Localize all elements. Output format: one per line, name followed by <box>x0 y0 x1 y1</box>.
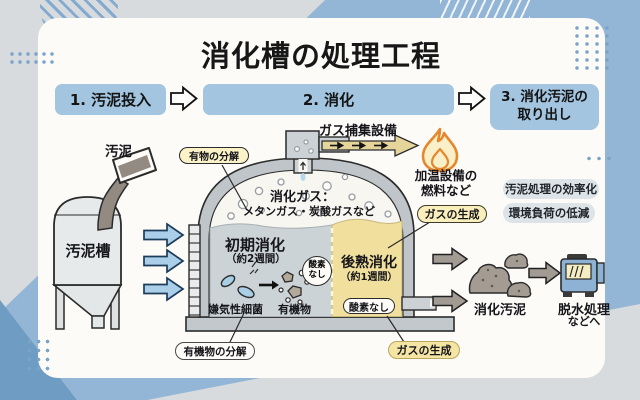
dot-grid <box>8 50 54 66</box>
heating-fuel-label: 加温設備の 燃料など <box>414 168 478 198</box>
page-title: 消化槽の処理工程 <box>200 39 441 73</box>
dot-grid <box>25 337 52 373</box>
dot-grid <box>572 24 611 70</box>
dot-grid <box>584 154 615 163</box>
gas-generation-callout-right: ガスの生成 <box>417 205 487 223</box>
gas-collection-label: ガス捕集設備 <box>318 124 397 139</box>
no-oxygen-pill: 酸素なし <box>343 298 395 314</box>
benefit-environment-pill: 環境負荷の低減 <box>503 203 595 223</box>
step-3-sludge-removal: 3. 消化汚泥の 取り出し <box>490 84 599 130</box>
stripe-decoration <box>440 0 530 20</box>
dewatering-label: 脱水処理 <box>557 303 610 318</box>
anaerobic-bacteria-label: 嫌気性細菌 <box>208 303 263 316</box>
gas-generation-callout-bottom: ガスの生成 <box>388 341 460 359</box>
step-2-digestion: 2. 消化 <box>203 84 454 115</box>
benefit-efficiency-pill: 汚泥処理の効率化 <box>503 179 599 199</box>
sludge-label: 汚泥 <box>105 144 132 160</box>
organic-decomposition-callout: 有機物の分解 <box>175 342 255 360</box>
digested-sludge-label: 消化汚泥 <box>473 303 526 318</box>
no-oxygen-badge: 酸素 なし <box>302 256 332 286</box>
late-digestion-duration: （約1週間） <box>340 272 398 283</box>
digestion-gas-detail: メタンガス・炭酸ガスなど <box>243 205 375 218</box>
step-1-sludge-input: 1. 汚泥投入 <box>55 84 166 115</box>
organic-matter-label: 有機物 <box>278 303 311 316</box>
sludge-tank-label: 汚泥槽 <box>65 242 111 260</box>
dewatering-sub-label: などへ <box>567 315 601 328</box>
decomposition-callout: 有物の分解 <box>179 147 249 164</box>
